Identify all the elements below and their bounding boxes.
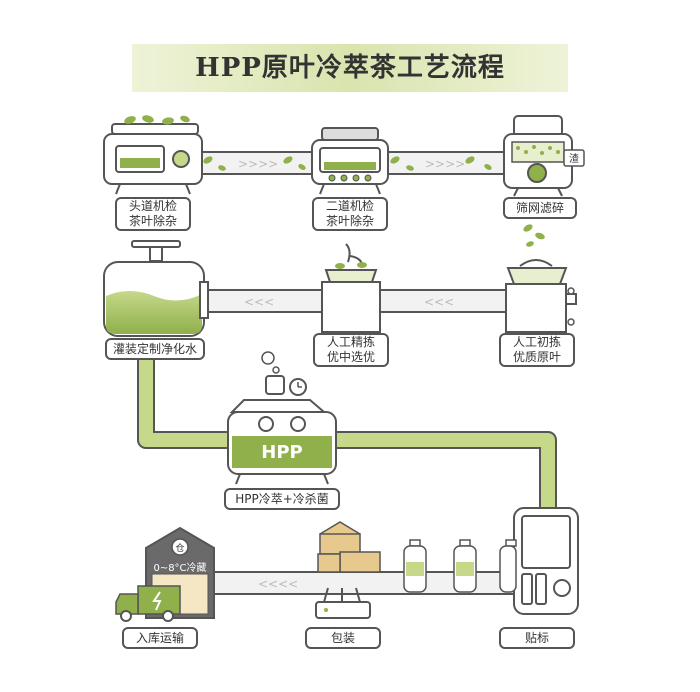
filling-tank [103,240,209,337]
lightning-icon [152,591,162,611]
hand-icon [519,259,553,267]
step-label-3: 筛网滤碎 [503,197,577,219]
packaging-boxes [317,521,381,573]
step-label-7: HPP冷萃+冷杀菌 [224,488,340,510]
hpp-machine [227,351,337,485]
machine-3-filter [503,115,585,247]
labeling-machine [513,507,579,615]
packing-machine [315,587,371,619]
first-pick-station [505,259,577,333]
warehouse-temp: 0~8°C冷藏 [153,561,206,574]
machine-2-second-inspection [311,127,389,195]
step-label-4: 人工初拣 优质原叶 [499,333,575,367]
bottle-icon [403,539,517,593]
step-label-5: 人工精拣 优中选优 [313,333,389,367]
svg-text:>>>>: >>>> [425,157,465,171]
truck [115,585,181,622]
svg-text:<<<: <<< [244,295,274,309]
filter-tag: 渣 [569,152,579,165]
step-label-9: 包装 [305,627,381,649]
green-pipe-out [336,433,555,510]
hpp-tank-label: HPP [261,442,302,463]
step-label-10: 入库运输 [122,627,198,649]
svg-text:>>>>: >>>> [238,157,278,171]
step-label-8: 贴标 [499,627,575,649]
svg-text:<<<<: <<<< [258,577,298,591]
step-label-6: 灌装定制净化水 [105,338,205,360]
step-label-1: 头道机检 茶叶除杂 [115,197,191,231]
green-pipe-in [139,356,230,447]
pipe-row-2: <<< <<< [205,289,507,313]
step-label-2: 二道机检 茶叶除杂 [312,197,388,231]
bottom-conveyor: <<<< [199,571,517,595]
machine-1-first-inspection [103,115,203,195]
title-banner: HPP原叶冷萃茶工艺流程 [132,44,568,92]
fine-pick-station [321,243,381,333]
diagram-title: HPP原叶冷萃茶工艺流程 [195,53,505,83]
svg-text:<<<: <<< [424,295,454,309]
warehouse-icon: 仓 [175,542,184,554]
